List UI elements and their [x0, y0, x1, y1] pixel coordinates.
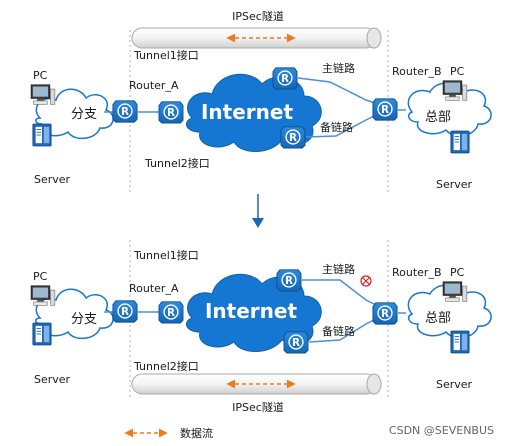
pc-right-icon-bottom: [442, 281, 468, 302]
router-a-icon-bottom: [112, 300, 138, 323]
server-right-label-top: Server: [436, 178, 473, 191]
pc-left-icon-top: [30, 84, 56, 105]
router-isp-left-icon-bottom: [158, 301, 184, 324]
backup-link-label-bottom: 备链路: [322, 324, 355, 338]
tunnel-title-bottom: IPSec隧道: [232, 400, 284, 414]
legend-data-flow-label: 数据流: [180, 426, 213, 440]
router-main-icon-top: [272, 67, 298, 90]
router-main-icon-bottom: [276, 269, 302, 292]
legend: 数据流: [124, 426, 213, 440]
server-left-icon-bottom: [32, 322, 52, 346]
pc-right-label-top: PC: [450, 65, 465, 78]
tunnel-title-top: IPSec隧道: [232, 9, 284, 23]
router-b-label-bottom: Router_B: [392, 266, 442, 279]
router-a-label-bottom: Router_A: [129, 282, 179, 295]
server-left-icon-top: [32, 123, 52, 147]
router-backup-icon-bottom: [283, 331, 309, 354]
link-fail-icon: [360, 275, 372, 287]
internet-label-top: Internet: [201, 100, 293, 124]
top-diagram: IPSec隧道 Tunnel1接口 分支 PC Server Router_A …: [30, 9, 492, 195]
tunnel2-label-top: Tunnel2接口: [144, 157, 210, 170]
internet-label-bottom: Internet: [205, 299, 297, 323]
branch-label-bottom: 分支: [71, 312, 97, 327]
arrow-down-icon: [252, 194, 264, 228]
tunnel1-label-top: Tunnel1接口: [133, 49, 199, 62]
pc-left-label-bottom: PC: [33, 270, 48, 283]
pc-left-icon-bottom: [30, 285, 56, 306]
hq-label-bottom: 总部: [425, 311, 451, 326]
router-a-icon-top: [112, 100, 138, 123]
tunnel2-label-bottom: Tunnel2接口: [133, 360, 199, 373]
router-backup-icon-top: [280, 126, 306, 149]
server-left-label-bottom: Server: [34, 373, 71, 386]
backup-link-top: [305, 113, 379, 138]
backup-link-label-top: 备链路: [320, 120, 353, 134]
bottom-diagram: Tunnel1接口 分支 PC Server Router_A Internet…: [30, 240, 492, 414]
pc-right-icon-top: [442, 80, 468, 101]
pc-left-label-top: PC: [33, 69, 48, 82]
main-link-top: [297, 77, 379, 105]
server-left-label-top: Server: [34, 173, 71, 186]
hq-cloud-top: [407, 82, 492, 137]
server-right-label-bottom: Server: [436, 378, 473, 391]
watermark: CSDN @SEVENBUS: [389, 424, 494, 437]
router-a-label-top: Router_A: [129, 79, 179, 92]
hq-label-top: 总部: [425, 110, 451, 125]
main-link-label-bottom: 主链路: [322, 262, 355, 276]
main-link-label-top: 主链路: [322, 61, 355, 75]
main-link-bottom: [302, 279, 379, 307]
server-right-icon-bottom: [450, 330, 470, 354]
pc-right-label-bottom: PC: [450, 266, 465, 279]
router-b-icon-top: [372, 98, 398, 121]
branch-label-top: 分支: [71, 107, 97, 122]
router-b-icon-bottom: [372, 302, 398, 325]
server-right-icon-top: [450, 130, 470, 154]
router-isp-left-icon-top: [158, 101, 184, 124]
hq-cloud-bottom: [407, 284, 492, 339]
router-b-label-top: Router_B: [392, 65, 442, 78]
backup-link-bottom: [308, 317, 379, 343]
tunnel1-label-bottom: Tunnel1接口: [133, 249, 199, 262]
